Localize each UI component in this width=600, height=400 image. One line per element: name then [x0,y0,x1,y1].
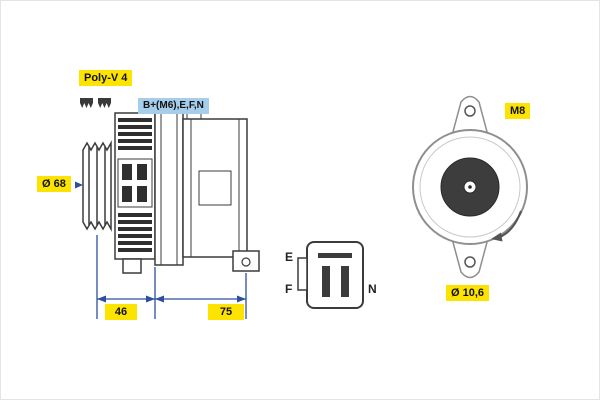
housing-inner-ring [419,136,521,238]
mounting-hole-bottom [464,256,476,268]
shaft-center-dot [468,185,472,189]
vent-slots [122,164,147,202]
dimension-46-label: 46 [105,304,137,320]
cooling-fins-top [118,118,152,150]
stator-section [154,106,184,266]
dimension-arrowheads [75,181,246,303]
mounting-hole-top [464,105,476,117]
connector-pins [318,253,352,297]
rotation-arrow [491,210,522,242]
rear-housing [182,108,260,272]
pulley-diameter-label: Ø 68 [37,176,71,192]
pulley [82,140,112,232]
connector-terminal-e-label: E [285,250,294,264]
front-housing [114,112,156,274]
belt-type-label: Poly-V 4 [79,70,133,86]
mounting-hole-diameter-label: Ø 10,6 [446,285,490,301]
dimension-lines [75,181,247,319]
dimension-75-label: 75 [208,304,244,320]
connector-terminal-f-label: F [285,282,293,296]
connector-terminal-n-label: N [368,282,377,296]
alternator-rear-view [412,95,528,279]
thread-size-label: M8 [505,103,531,119]
belt-profile-icons [80,98,111,108]
connector-view [297,241,364,309]
terminal-designation-label: B+(M6),E,F,N [138,98,209,114]
cooling-fins-bottom [118,213,152,252]
alternator-side-view [75,98,260,319]
